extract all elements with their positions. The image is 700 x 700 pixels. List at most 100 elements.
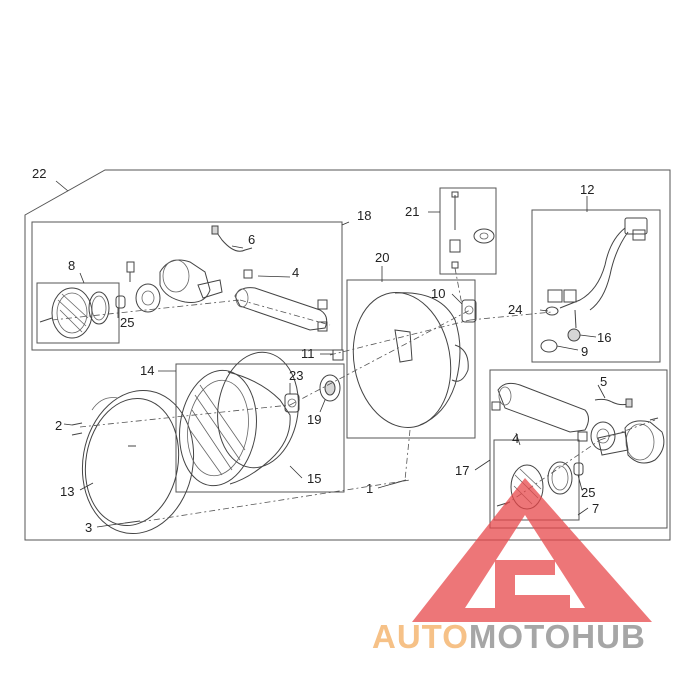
- reflector-lens-pattern: [189, 384, 246, 476]
- bulb-cover-center: [324, 380, 336, 396]
- wiring-socket-b: [563, 289, 577, 303]
- callout-16: 16: [597, 330, 611, 345]
- indicator-housing-left-rim: [162, 259, 190, 293]
- indicator-gasket-left: [88, 291, 110, 325]
- callout-5: 5: [600, 374, 607, 389]
- wiring-connector: [624, 217, 648, 235]
- shell-mount-bolt-hole: [464, 305, 474, 315]
- headlight-rim: [81, 389, 195, 535]
- callout-25-right: 25: [581, 485, 595, 500]
- spacer: [449, 239, 461, 253]
- watermark-moto: MOTO: [469, 618, 571, 655]
- callout-21: 21: [405, 204, 419, 219]
- shell-bracket: [451, 344, 469, 382]
- callout-11: 11: [301, 346, 315, 361]
- indicator-stalk-left-end: [235, 288, 249, 308]
- indicator-stalk-left: [234, 287, 328, 331]
- shell-nut: [332, 349, 344, 361]
- reflector-gasket: [217, 351, 299, 469]
- indicator-stalk-right-end: [498, 386, 512, 406]
- watermark-logo: AUTOMOTOHUB: [372, 478, 652, 655]
- indicator-holder-right: [590, 421, 616, 451]
- callout-24: 24: [508, 302, 522, 317]
- indicator-holder-left: [135, 283, 161, 313]
- callout-4-top: 4: [292, 265, 299, 280]
- wire-connector-right: [625, 398, 633, 408]
- callout-25-left: 25: [120, 315, 134, 330]
- headlight-rim-inner: [84, 397, 180, 527]
- subassembly-box-8: [36, 282, 120, 344]
- callout-10: 10: [431, 286, 445, 301]
- watermark-inner-mark: [495, 560, 570, 608]
- callout-17: 17: [455, 463, 469, 478]
- wiring-harness-2: [589, 231, 629, 311]
- stalk-nut-top: [243, 269, 253, 279]
- watermark-text: AUTOMOTOHUB: [372, 618, 646, 655]
- indicator-bulb-left: [115, 295, 126, 309]
- wiring-pin: [574, 309, 577, 329]
- watermark-triangle-icon: [412, 478, 652, 622]
- callout-22: 22: [32, 166, 46, 181]
- indicator-wire-left: [214, 229, 253, 252]
- callout-12: 12: [580, 182, 594, 197]
- indicator-housing-left: [159, 259, 211, 303]
- stalk-nut-left: [317, 299, 328, 310]
- subassembly-box-17: [489, 369, 668, 529]
- rim-screw-2b: [71, 432, 83, 436]
- reflector-body: [227, 371, 291, 485]
- reflector-lens-inner: [187, 379, 249, 477]
- indicator-gasket-right-inner: [551, 465, 569, 491]
- headlight-shell: [352, 292, 452, 428]
- indicator-housing-right: [624, 420, 665, 464]
- callout-19: 19: [307, 412, 321, 427]
- lens-hatch-3: [61, 293, 89, 319]
- callout-3: 3: [85, 520, 92, 535]
- callout-8: 8: [68, 258, 75, 273]
- rubber-grommet-hole: [479, 232, 489, 240]
- indicator-screw-left: [126, 261, 135, 273]
- watermark-hub: HUB: [571, 618, 646, 655]
- kit-outline-22: [24, 169, 671, 541]
- indicator-holder-left-inner: [141, 290, 155, 306]
- indicator-lens-left-inner: [56, 292, 88, 334]
- small-nut: [451, 261, 459, 269]
- shell-mount-bolt: [461, 299, 477, 323]
- indicator-lens-left: [51, 287, 93, 339]
- callout-1: 1: [366, 481, 373, 496]
- wiring-grommet-16: [567, 328, 581, 342]
- subassembly-box-18: [31, 221, 343, 351]
- watermark-auto: AUTO: [372, 618, 469, 655]
- long-bolt-head: [451, 191, 459, 198]
- callout-2: 2: [55, 418, 62, 433]
- callout-15: 15: [307, 471, 321, 486]
- stalk-nut-right-b: [577, 431, 588, 442]
- bulb-cover: [319, 374, 341, 402]
- callout-20: 20: [375, 250, 389, 265]
- indicator-housing-right-rim: [625, 423, 655, 461]
- callout-14: 14: [140, 363, 154, 378]
- wiring-grommet-9: [540, 339, 558, 353]
- callout-23: 23: [289, 368, 303, 383]
- leader-lines: [55, 180, 606, 528]
- indicator-housing-left-neck: [197, 279, 223, 299]
- callout-9: 9: [581, 344, 588, 359]
- wiring-harness: [559, 227, 626, 309]
- bulb-filament: [287, 398, 297, 408]
- indicator-wire-right: [594, 398, 629, 406]
- stalk-washer-left: [317, 321, 328, 332]
- lens-screw-left: [39, 317, 53, 323]
- reflector-lens: [179, 369, 257, 487]
- rim-lip: [91, 397, 119, 411]
- lens-hatch-1: [57, 299, 87, 327]
- indicator-screw-right: [649, 417, 659, 421]
- subassembly-box-12: [531, 209, 661, 363]
- callout-4-right: 4: [512, 431, 519, 446]
- shell-inner-bracket: [394, 329, 413, 363]
- rim-screw-2a: [71, 422, 83, 426]
- indicator-gasket-right: [547, 461, 573, 495]
- indicator-gasket-left-inner: [91, 295, 107, 321]
- wiring-socket-a: [547, 289, 563, 303]
- indicator-bulb-right: [573, 462, 584, 476]
- subassembly-box-20: [346, 279, 476, 439]
